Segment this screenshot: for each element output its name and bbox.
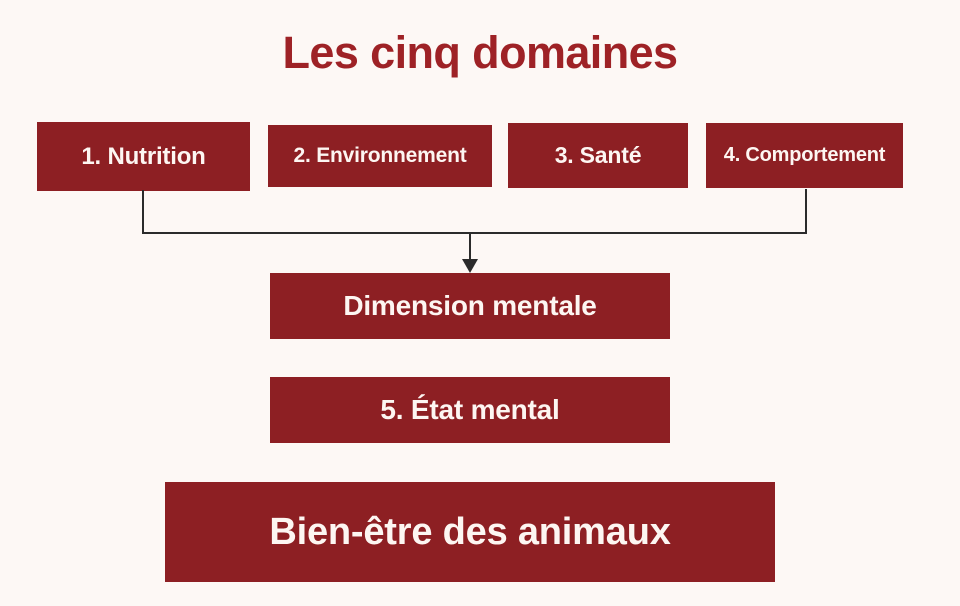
page-title: Les cinq domaines	[282, 27, 679, 78]
node-box-nutrition[interactable]: 1. Nutrition	[37, 122, 250, 191]
node-box-comportement[interactable]: 4. Comportement	[706, 123, 903, 188]
node-box-bien-etre-des-animaux[interactable]: Bien-être des animaux	[165, 482, 775, 582]
node-box-etat-mental[interactable]: 5. État mental	[270, 377, 670, 443]
node-box-sante[interactable]: 3. Santé	[508, 123, 688, 188]
connector-right-stem	[805, 189, 807, 234]
connector-crossbar	[142, 232, 807, 234]
node-box-environnement[interactable]: 2. Environnement	[268, 125, 492, 187]
node-box-dimension-mentale[interactable]: Dimension mentale	[270, 273, 670, 339]
connector-down-stem	[469, 232, 471, 262]
connector-left-stem	[142, 190, 144, 234]
arrow-down-icon	[462, 259, 478, 273]
